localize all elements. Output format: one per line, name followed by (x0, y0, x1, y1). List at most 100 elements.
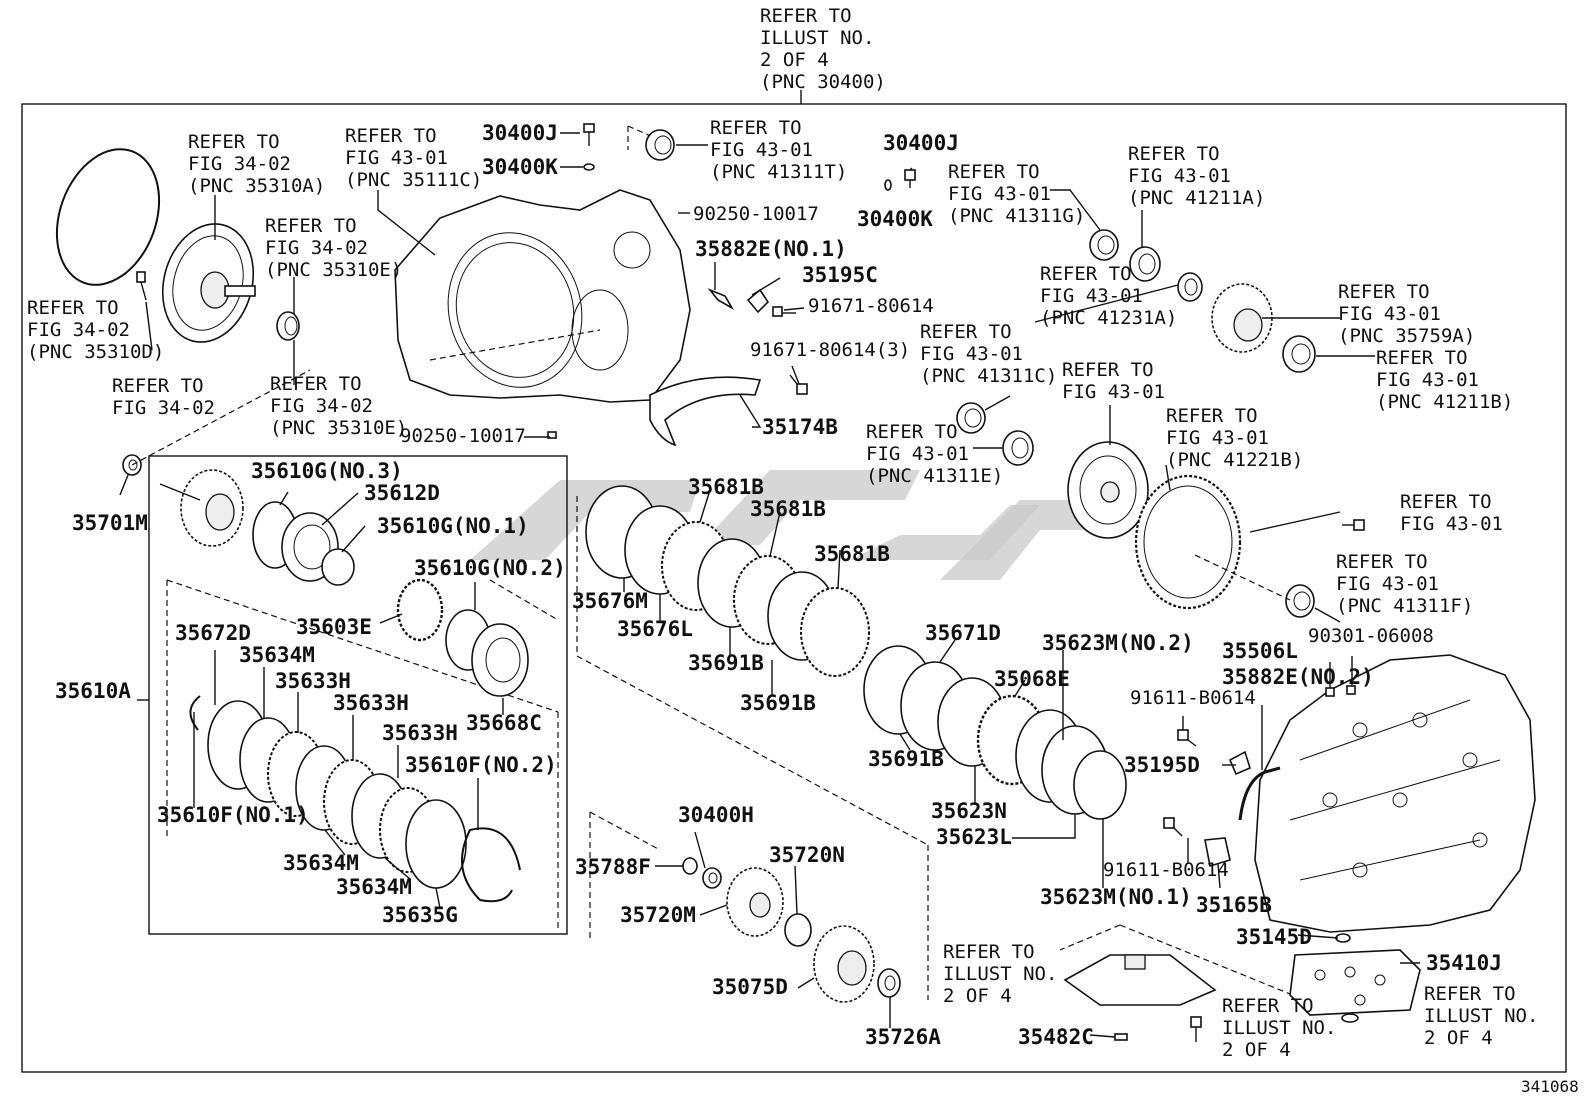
clutch-hub-35610A (159, 469, 244, 547)
part-label-30400J-a[interactable]: 30400J (482, 121, 558, 145)
part-label-30400K-b[interactable]: 30400K (857, 207, 933, 231)
bolt-30400J-b-icon (904, 169, 916, 188)
part-label-35676L[interactable]: 35676L (617, 617, 693, 641)
part-label-35075D[interactable]: 35075D (712, 975, 788, 999)
part-label-35668C[interactable]: 35668C (466, 711, 542, 735)
part-label-91611-B0614-a[interactable]: 91611-B0614 (1130, 687, 1256, 709)
svg-text:REFER TO: REFER TO (345, 125, 437, 147)
part-label-35195C[interactable]: 35195C (802, 263, 878, 287)
part-label-35610G-no2[interactable]: 35610G(NO.2) (414, 556, 566, 580)
refer-note-41221B: REFER TO FIG 43-01 (PNC 41221B) (1166, 405, 1303, 471)
svg-text:REFER TO: REFER TO (710, 117, 802, 139)
svg-text:FIG 43-01: FIG 43-01 (710, 139, 813, 161)
svg-text:FIG 43-01: FIG 43-01 (1040, 285, 1143, 307)
part-label-35882E-no1[interactable]: 35882E(NO.1) (695, 237, 847, 261)
tube-35882E2 (1238, 766, 1281, 821)
part-label-91671-80614-3[interactable]: 91671-80614(3) (750, 339, 910, 361)
part-label-35506L[interactable]: 35506L (1222, 639, 1298, 663)
svg-text:FIG 43-01: FIG 43-01 (1400, 513, 1503, 535)
svg-text:REFER TO: REFER TO (1400, 491, 1492, 513)
svg-text:FIG 34-02: FIG 34-02 (188, 153, 291, 175)
part-label-35482C[interactable]: 35482C (1018, 1025, 1094, 1049)
part-label-35603E[interactable]: 35603E (296, 615, 372, 639)
part-label-35634M-a[interactable]: 35634M (239, 643, 315, 667)
part-label-30400J-b[interactable]: 30400J (883, 131, 959, 155)
svg-text:REFER TO: REFER TO (1062, 359, 1154, 381)
svg-text:REFER TO: REFER TO (270, 373, 362, 395)
gasket-35482C (1114, 1033, 1128, 1041)
part-label-35720N[interactable]: 35720N (769, 843, 845, 867)
refer-note-35310E-upper: REFER TO FIG 34-02 (PNC 35310E) (265, 215, 402, 281)
part-label-35681B-c[interactable]: 35681B (814, 542, 890, 566)
part-label-35068E[interactable]: 35068E (994, 667, 1070, 691)
gear-35759A (1211, 283, 1273, 353)
part-label-35610F-no2[interactable]: 35610F(NO.2) (405, 753, 557, 777)
part-label-35623N[interactable]: 35623N (931, 799, 1007, 823)
part-label-35676M[interactable]: 35676M (572, 589, 648, 613)
part-label-35610G-no3[interactable]: 35610G(NO.3) (251, 459, 403, 483)
svg-text:(PNC 35759A): (PNC 35759A) (1338, 325, 1475, 347)
part-label-90250-10017-b[interactable]: 90250-10017 (400, 425, 526, 447)
part-label-35634M-c[interactable]: 35634M (336, 875, 412, 899)
svg-text:REFER TO: REFER TO (1424, 983, 1516, 1005)
part-label-35672D[interactable]: 35672D (175, 621, 251, 645)
part-label-90301-06008[interactable]: 90301-06008 (1308, 625, 1434, 647)
part-label-35610G-no1[interactable]: 35610G(NO.1) (377, 514, 529, 538)
valve-body-35410J (1289, 949, 1421, 1016)
o-ring-35310D (55, 148, 161, 286)
part-label-35612D[interactable]: 35612D (364, 481, 440, 505)
clip-35195C (746, 288, 770, 314)
part-label-91611-B0614-b[interactable]: 91611-B0614 (1103, 859, 1229, 881)
retainer-35668C (471, 623, 529, 697)
part-label-35701M[interactable]: 35701M (72, 511, 148, 535)
clip-35882E (707, 288, 735, 311)
part-label-35634M-b[interactable]: 35634M (283, 851, 359, 875)
svg-text:(PNC 35310E): (PNC 35310E) (265, 259, 402, 281)
part-label-35145D[interactable]: 35145D (1236, 925, 1312, 949)
part-label-35410J[interactable]: 35410J (1426, 951, 1502, 975)
part-label-35681B-b[interactable]: 35681B (750, 497, 826, 521)
washer-35726A (877, 968, 901, 998)
part-label-35720M[interactable]: 35720M (620, 903, 696, 927)
part-label-35610F-no1[interactable]: 35610F(NO.1) (157, 803, 309, 827)
part-label-35691B-c[interactable]: 35691B (868, 747, 944, 771)
part-label-35623M-no2[interactable]: 35623M(NO.2) (1042, 631, 1194, 655)
part-label-35691B-a[interactable]: 35691B (688, 651, 764, 675)
svg-text:FIG 34-02: FIG 34-02 (112, 397, 215, 419)
svg-text:REFER TO: REFER TO (1376, 347, 1468, 369)
part-label-30400K-a[interactable]: 30400K (482, 155, 558, 179)
part-label-35691B-b[interactable]: 35691B (740, 691, 816, 715)
ring-35610G1 (321, 548, 355, 586)
refer-note-41311E: REFER TO FIG 43-01 (PNC 41311E) (866, 421, 1003, 487)
part-label-35635G[interactable]: 35635G (382, 903, 458, 927)
washer-30400H (702, 867, 722, 889)
svg-text:(PNC 35310D): (PNC 35310D) (27, 341, 164, 363)
seal-35310E (276, 311, 300, 341)
part-label-35671D[interactable]: 35671D (925, 621, 1001, 645)
part-label-35165B[interactable]: 35165B (1196, 893, 1272, 917)
part-label-35610A[interactable]: 35610A (55, 679, 131, 703)
part-label-35195D[interactable]: 35195D (1124, 753, 1200, 777)
seal-41311C (956, 402, 986, 434)
part-label-91671-80614[interactable]: 91671-80614 (808, 295, 934, 317)
part-label-35174B[interactable]: 35174B (762, 415, 838, 439)
bearing-41231A (1177, 272, 1203, 302)
part-label-35681B-a[interactable]: 35681B (688, 475, 764, 499)
svg-text:REFER TO: REFER TO (1040, 263, 1132, 285)
part-label-90250-10017-a[interactable]: 90250-10017 (693, 203, 819, 225)
part-label-35623M-no1[interactable]: 35623M(NO.1) (1040, 885, 1192, 909)
snap-ring-35610F2 (461, 827, 521, 903)
part-label-35633H-a[interactable]: 35633H (275, 669, 351, 693)
part-label-35726A[interactable]: 35726A (865, 1025, 941, 1049)
svg-text:2 OF 4: 2 OF 4 (1222, 1039, 1291, 1061)
part-label-35633H-c[interactable]: 35633H (382, 721, 458, 745)
part-label-35633H-b[interactable]: 35633H (333, 691, 409, 715)
part-label-35623L[interactable]: 35623L (936, 825, 1012, 849)
part-label-35788F[interactable]: 35788F (575, 855, 651, 879)
svg-text:(PNC 35310E): (PNC 35310E) (270, 417, 407, 439)
svg-text:2 OF 4: 2 OF 4 (943, 985, 1012, 1007)
bolt-91611-a-icon (1177, 729, 1197, 747)
part-label-30400H[interactable]: 30400H (678, 803, 754, 827)
bracket-35165B (1204, 837, 1231, 868)
part-label-35882E-no2[interactable]: 35882E(NO.2) (1222, 665, 1374, 689)
